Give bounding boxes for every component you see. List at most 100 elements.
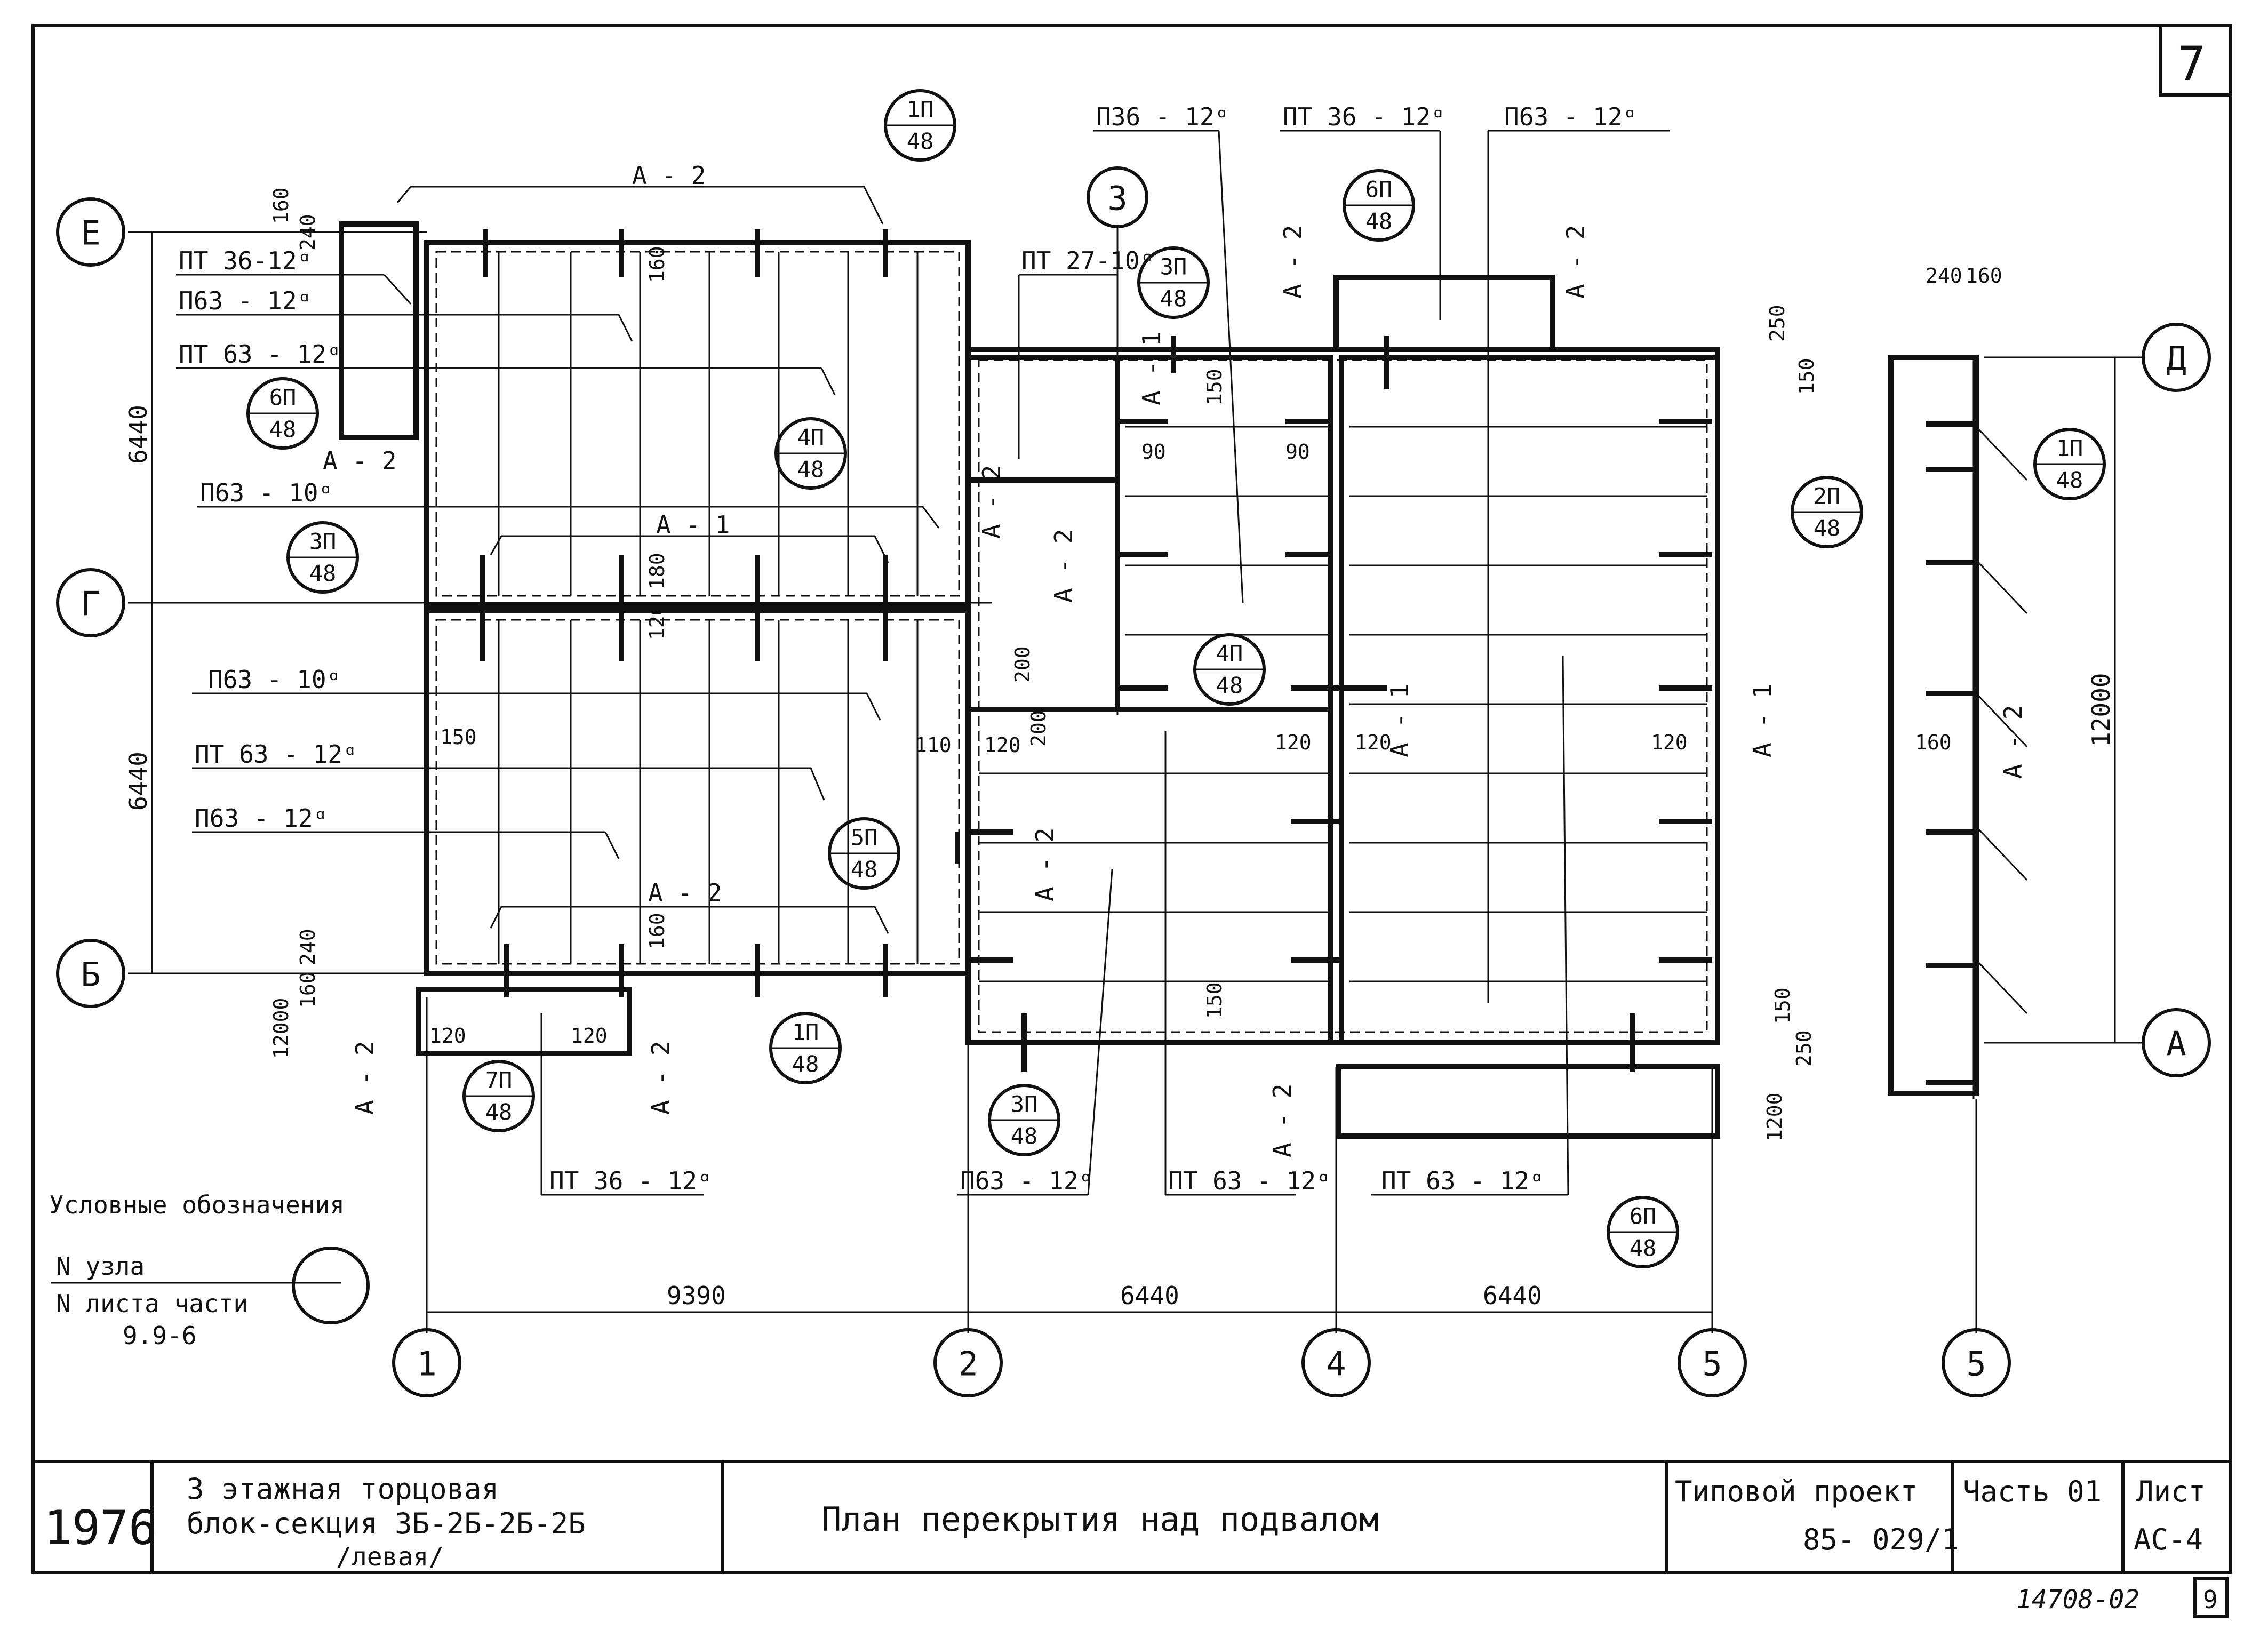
anchor-a2-mid: А - 2	[1049, 529, 1078, 603]
legend-node-no: N узла	[56, 1252, 145, 1281]
legend-sheet-no: N листа части	[56, 1289, 248, 1318]
dim-160-tl: 160	[269, 187, 293, 224]
anchor-a2-bottom-left: А - 2	[350, 1041, 379, 1115]
svg-text:Д: Д	[2166, 339, 2186, 378]
dim-1200-r: 1200	[1763, 1092, 1786, 1141]
svg-text:3П: 3П	[1011, 1091, 1038, 1117]
dim-150-top-r: 150	[1795, 358, 1818, 395]
dim-120-a: 120	[429, 1024, 466, 1048]
sheet-code: АС-4	[2134, 1523, 2203, 1556]
page-number: 9	[2203, 1585, 2218, 1614]
title-year: 1976	[44, 1500, 157, 1555]
anchor-a2-lower: А - 2	[1031, 828, 1059, 901]
svg-text:48: 48	[1160, 286, 1187, 312]
svg-text:3П: 3П	[1160, 254, 1187, 280]
slab-pt36-12-top: ПТ 36 - 12ᵅ	[1283, 102, 1446, 131]
section-5	[1888, 355, 2028, 1099]
dim-left-top: 6440	[124, 405, 153, 464]
legend-node-symbol	[292, 1247, 370, 1324]
svg-text:48: 48	[1630, 1235, 1657, 1261]
anchor-a2-left: А - 2	[323, 446, 396, 475]
anchor-a2-top-right: А - 2	[1561, 225, 1590, 299]
dim-90-a: 90	[1141, 440, 1166, 464]
anchor-a2-top: А - 2	[632, 161, 706, 190]
dim-240-bl: 240	[296, 929, 320, 965]
axis-col-3: 3	[1087, 166, 1148, 715]
dim-240-section: 240	[1926, 264, 1962, 287]
svg-text:3П: 3П	[309, 529, 337, 555]
slab-p63-10b: П63 - 10ᵅ	[208, 665, 341, 694]
dim-120-b: 120	[571, 1024, 608, 1048]
svg-text:7П: 7П	[485, 1067, 513, 1093]
axis-col-1: 1	[392, 1328, 461, 1397]
dim-180-vert: 180	[645, 553, 669, 589]
dim-150-vert-top: 150	[1203, 369, 1226, 405]
axis-row-b: Б	[56, 939, 125, 1008]
dim-160-section: 160	[1915, 731, 1952, 754]
dim-6440-a: 6440	[1120, 1281, 1179, 1310]
dim-250-top: 250	[1766, 305, 1789, 341]
dim-6440-b: 6440	[1483, 1281, 1542, 1310]
axis-col-2: 2	[933, 1328, 1003, 1397]
svg-text:1П: 1П	[2056, 435, 2083, 461]
dim-120-e: 120	[1355, 731, 1392, 754]
slab-p63-10: П63 - 10ᵅ	[200, 478, 333, 507]
project-label: Типовой проект	[1675, 1475, 1918, 1508]
title-building-l1: 3 этажная торцовая	[187, 1472, 499, 1506]
anchor-a1-mid: А - 1	[656, 510, 730, 539]
sheet-label: Лист	[2136, 1475, 2206, 1508]
svg-text:48: 48	[1365, 209, 1393, 235]
dim-120-vert: 120	[645, 603, 669, 640]
svg-text:48: 48	[2056, 467, 2083, 493]
svg-text:48: 48	[851, 857, 878, 883]
drawing-title: План перекрытия над подвалом	[821, 1500, 1379, 1539]
dim-120-d: 120	[1275, 731, 1312, 754]
svg-text:48: 48	[269, 417, 297, 443]
dim-120-f: 120	[1651, 731, 1688, 754]
title-building-l2: блок-секция 3Б-2Б-2Б-2Б	[187, 1507, 586, 1540]
svg-text:48: 48	[797, 457, 825, 483]
axis-col-5-section: 5	[1942, 1328, 2011, 1397]
svg-text:Б: Б	[81, 955, 100, 994]
dim-120-c: 120	[984, 733, 1021, 757]
slab-pt63-12-bottom2: ПТ 63 - 12ᵅ	[1381, 1166, 1544, 1195]
archive-number: 14708-02	[2016, 1585, 2139, 1615]
page-box	[2193, 1577, 2229, 1618]
dim-90-b: 90	[1285, 440, 1310, 464]
dim-250-bot-r: 250	[1792, 1030, 1816, 1067]
slab-p63-12-top: П63 - 12ᵅ	[1504, 102, 1637, 131]
dim-150-bot-r: 150	[1771, 987, 1794, 1024]
svg-text:1: 1	[417, 1345, 436, 1384]
anchor-a1-top: А - 1	[1137, 332, 1166, 405]
svg-text:4П: 4П	[1216, 641, 1243, 667]
axis-row-e: Е	[56, 197, 125, 267]
svg-text:5П: 5П	[851, 825, 878, 851]
svg-text:1П: 1П	[792, 1019, 819, 1045]
axis-row-a: А	[2142, 1008, 2211, 1077]
slab-pt63-12: ПТ 63 - 12ᵅ	[179, 340, 341, 369]
right-block	[965, 275, 1720, 1139]
svg-text:3: 3	[1107, 179, 1127, 218]
dim-200-b: 200	[1027, 710, 1050, 747]
svg-text:4: 4	[1326, 1345, 1346, 1384]
sheet-number-box	[2159, 24, 2232, 97]
project-number: 85- 029/1	[1803, 1523, 1959, 1556]
svg-text:2: 2	[958, 1345, 978, 1384]
svg-text:А: А	[2166, 1025, 2186, 1064]
anchor-a2-bottom: А - 2	[648, 878, 722, 907]
slab-p63-12b: П63 - 12ᵅ	[195, 804, 328, 833]
svg-text:6П: 6П	[1365, 177, 1393, 203]
anchor-a2-bottom-mid: А - 2	[1268, 1084, 1297, 1157]
svg-text:48: 48	[1011, 1123, 1038, 1149]
slab-pt36-12: ПТ 36-12ᵅ	[179, 246, 312, 275]
